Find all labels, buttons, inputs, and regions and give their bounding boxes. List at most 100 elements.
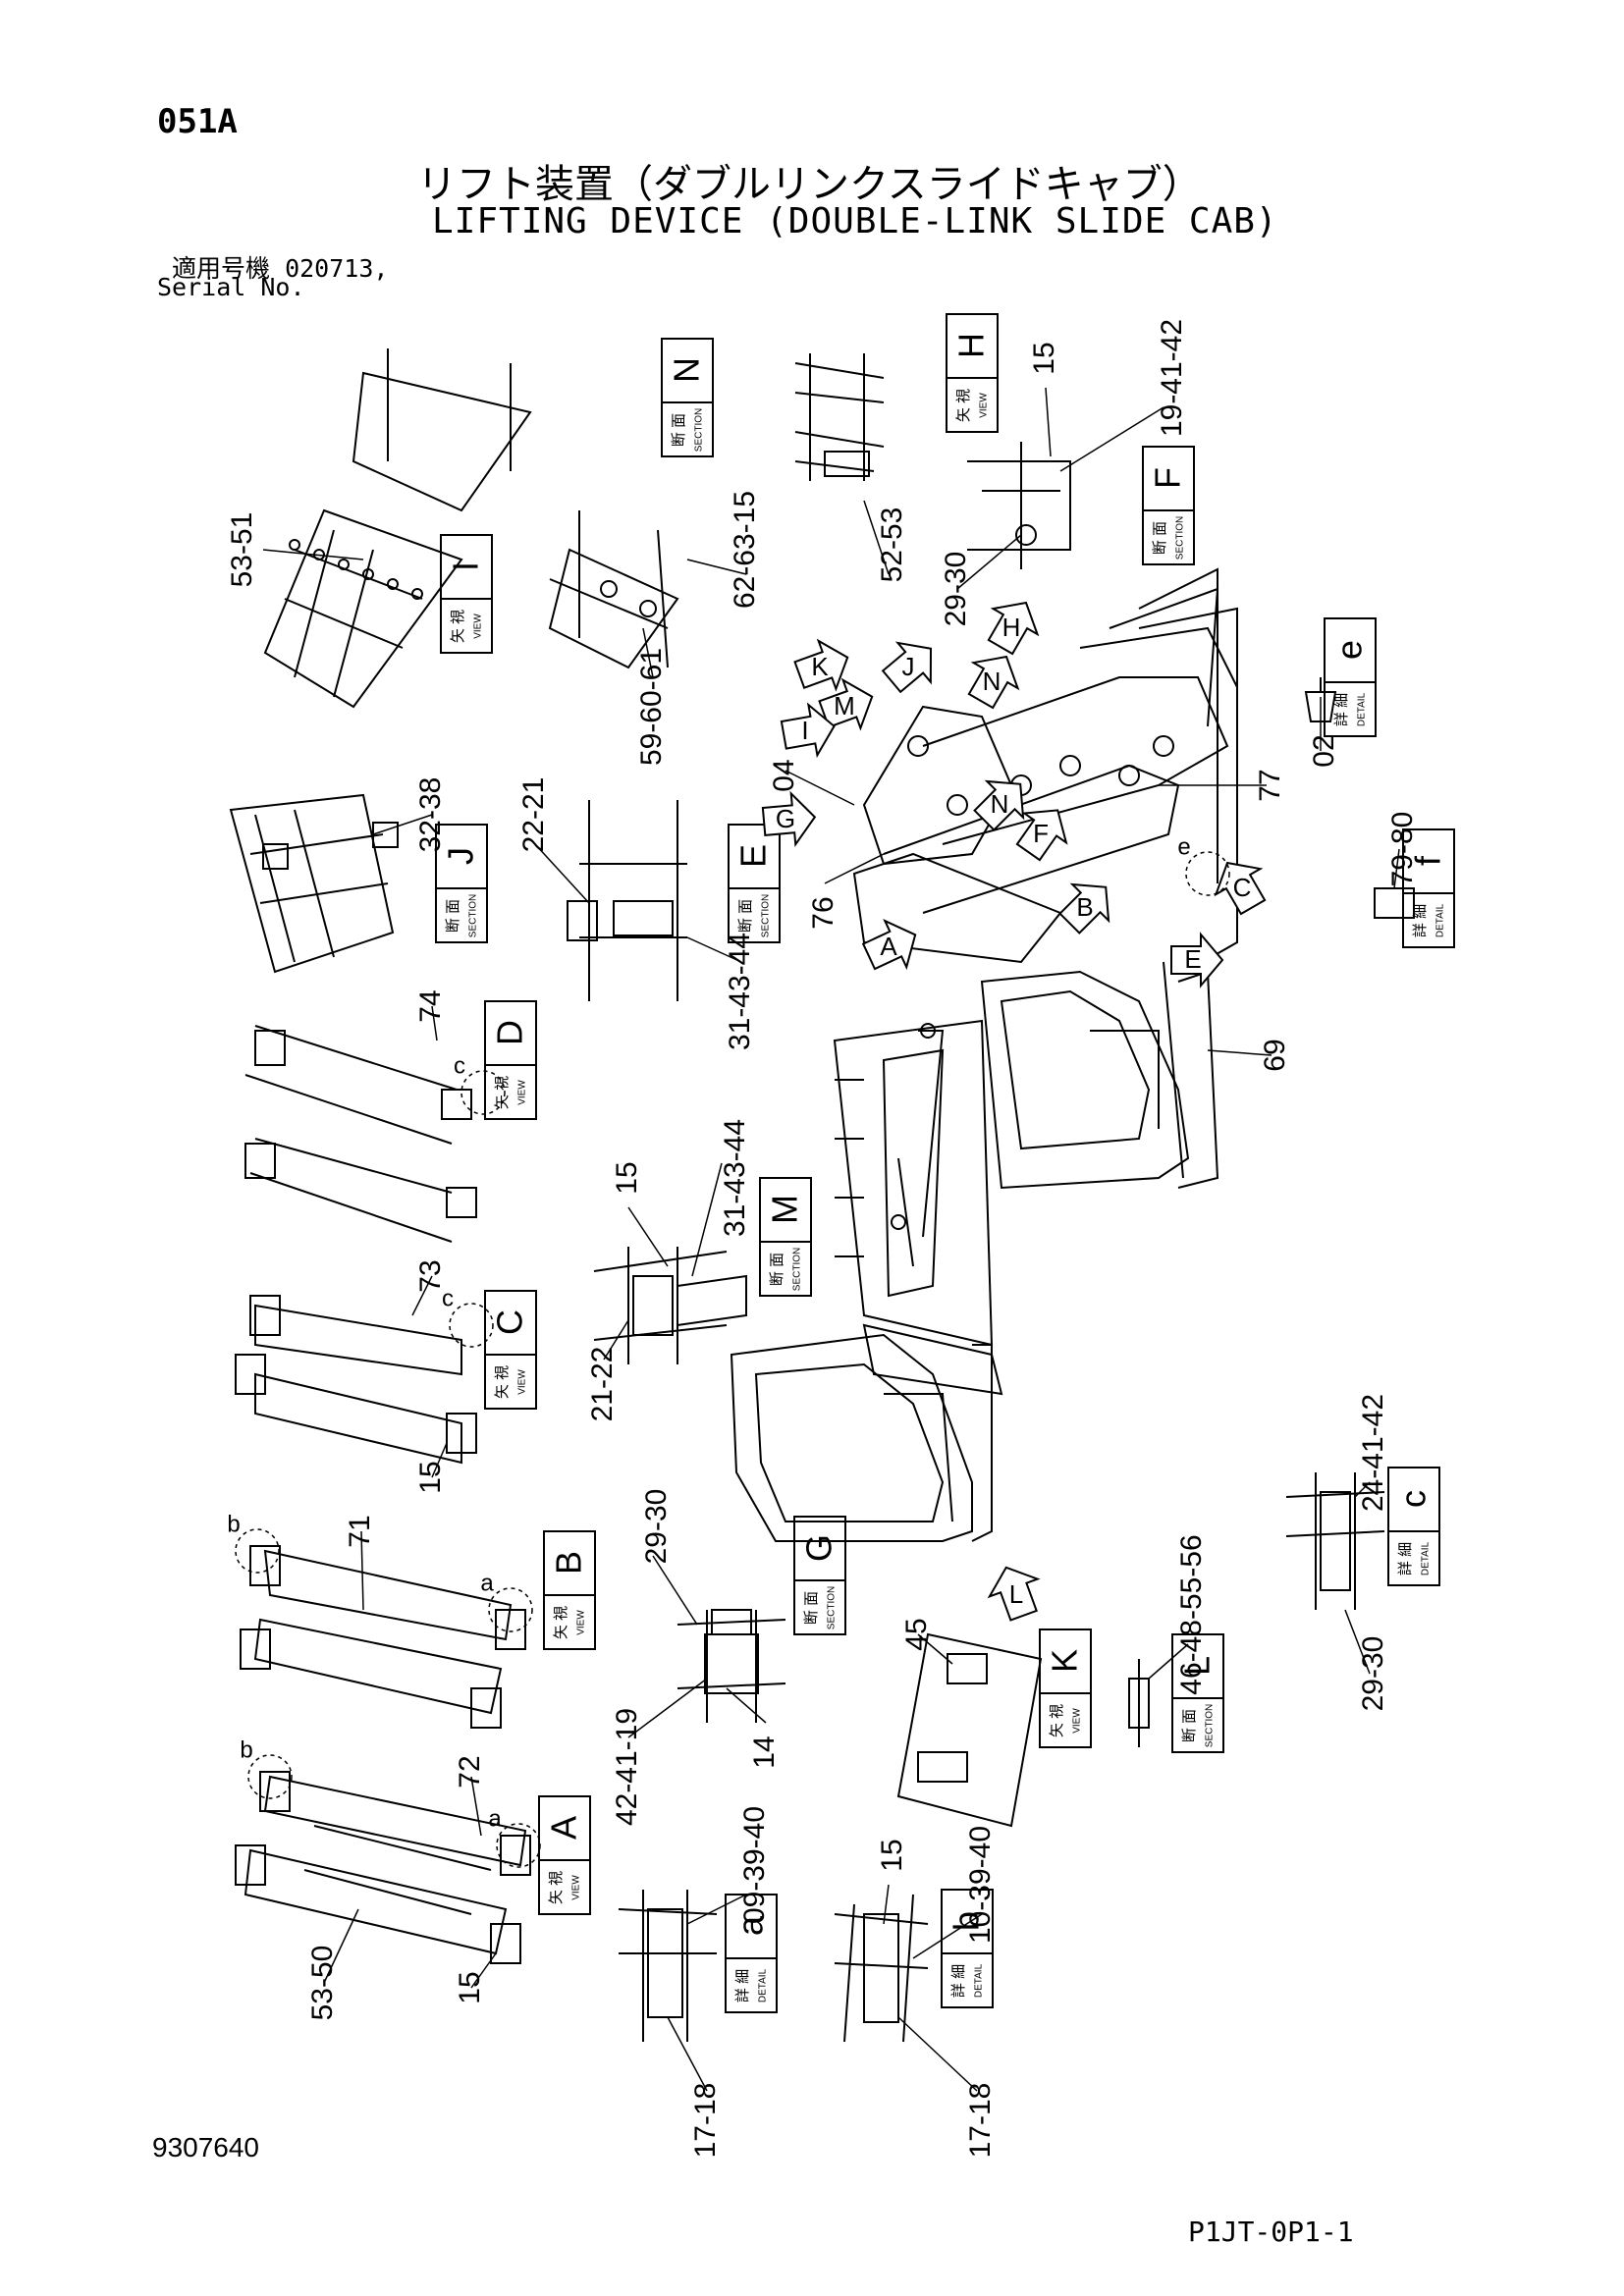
leader-line bbox=[686, 559, 747, 575]
plate-cutout bbox=[947, 1653, 988, 1684]
boom-base bbox=[862, 1323, 1003, 1396]
callout-kind-jp: 断 面 bbox=[1181, 1709, 1198, 1742]
leader-line bbox=[1207, 1049, 1272, 1056]
bolt bbox=[411, 588, 423, 600]
serial-label-en: Serial No. bbox=[157, 273, 305, 301]
leader-line bbox=[912, 1913, 983, 1959]
detail-c-pin bbox=[1285, 1472, 1385, 1610]
detail-circle-letter: a bbox=[488, 1805, 502, 1832]
end-plate bbox=[254, 1030, 286, 1066]
part-number: 29-30 bbox=[940, 552, 972, 627]
arrow-letter: C bbox=[1233, 873, 1252, 902]
main-boom bbox=[833, 1019, 994, 1347]
section-g-pin bbox=[677, 1610, 786, 1723]
pin bbox=[600, 580, 618, 598]
leader-line bbox=[642, 627, 654, 678]
callout-kind-jp: 詳 細 bbox=[1412, 904, 1429, 937]
callout-kind-en: SECTION bbox=[792, 1248, 803, 1291]
callout-kind-jp: 断 面 bbox=[803, 1591, 820, 1625]
leader-line bbox=[627, 1678, 708, 1738]
leader-line bbox=[883, 1884, 890, 1925]
view-arrow-N: N bbox=[967, 655, 1020, 710]
callout-kind-jp: 矢 視 bbox=[494, 1365, 511, 1399]
detail-circle bbox=[247, 1754, 293, 1799]
callout-kind-jp: 矢 視 bbox=[553, 1606, 569, 1639]
leader-line bbox=[917, 1633, 953, 1665]
view-b-frame bbox=[253, 1549, 513, 1715]
frame-view-i bbox=[263, 508, 463, 709]
leader-line bbox=[470, 1952, 497, 1989]
callout-letter: H bbox=[951, 333, 992, 358]
detail-circle-letter: b bbox=[240, 1736, 252, 1763]
part-number: 15 bbox=[876, 1839, 908, 1871]
pin bbox=[639, 600, 657, 617]
callout-letter: J bbox=[441, 847, 481, 865]
boom-post bbox=[1138, 607, 1238, 963]
part-number: 19-41-42 bbox=[1156, 319, 1188, 437]
view-arrow-B: B bbox=[1058, 882, 1110, 934]
leader-line bbox=[726, 1687, 767, 1724]
callout-kind-en: VIEW bbox=[517, 1080, 528, 1105]
callout-letter: N bbox=[667, 357, 707, 383]
view-arrow-H: H bbox=[987, 601, 1040, 656]
detail-circle-letter: c bbox=[442, 1285, 454, 1311]
leader-line bbox=[1354, 1481, 1371, 1498]
boom-arm-upper bbox=[922, 676, 1229, 845]
frame-view-i-top bbox=[352, 348, 532, 512]
bolt bbox=[289, 539, 300, 551]
view-arrow-E: E bbox=[1170, 932, 1224, 988]
callout-letter: B bbox=[549, 1551, 589, 1575]
part-number: 79-80 bbox=[1386, 812, 1419, 887]
pin bbox=[891, 1214, 906, 1230]
view-h-rods bbox=[794, 353, 885, 481]
detail-circle-letter: a bbox=[480, 1570, 494, 1596]
callout-kind-en: VIEW bbox=[979, 393, 990, 418]
end-plate bbox=[259, 1771, 291, 1812]
callout-letter: K bbox=[1045, 1649, 1085, 1673]
arrow-letter: H bbox=[1002, 613, 1021, 642]
pivot-pin bbox=[907, 735, 929, 757]
part-number: 53-51 bbox=[226, 512, 258, 588]
detail-e-part bbox=[1304, 677, 1337, 722]
leader-line bbox=[1045, 387, 1052, 457]
part-number: 77 bbox=[1254, 769, 1286, 801]
detail-a-pin bbox=[618, 1890, 718, 2042]
title-english: LIFTING DEVICE (DOUBLE-LINK SLIDE CAB) bbox=[432, 201, 1278, 241]
part-number: 21-22 bbox=[586, 1347, 619, 1422]
arrow-letter: A bbox=[880, 932, 897, 961]
part-number: 09-39-40 bbox=[738, 1806, 771, 1924]
pin bbox=[1015, 524, 1037, 546]
part-number: 31-43-44 bbox=[719, 1119, 751, 1237]
cab-upper-pillar bbox=[1177, 970, 1219, 1189]
callout-kind-en: VIEW bbox=[517, 1369, 528, 1395]
part-number: 15 bbox=[1028, 342, 1060, 374]
drawing-code: 051A bbox=[157, 102, 238, 141]
cab-upper-window bbox=[1000, 961, 1184, 1179]
view-arrow-F: F bbox=[1015, 809, 1068, 862]
part-number: 22-21 bbox=[517, 777, 550, 853]
callout-kind-en: DETAIL bbox=[1435, 903, 1446, 937]
leader-lines bbox=[262, 387, 1400, 2092]
detail-circle bbox=[1185, 851, 1230, 896]
leader-line bbox=[262, 549, 364, 561]
arrow-letter: L bbox=[1009, 1579, 1023, 1609]
cab-lower-window bbox=[754, 1362, 953, 1522]
callout-kind-en: SECTION bbox=[761, 894, 772, 937]
leader-line bbox=[411, 1275, 433, 1316]
end-plate bbox=[244, 1143, 276, 1179]
callout-kind-en: DETAIL bbox=[1357, 692, 1368, 726]
callout-letter: I bbox=[446, 561, 486, 571]
serial-applicability: 適用号機 020713, bbox=[172, 249, 388, 285]
leader-line bbox=[1059, 406, 1164, 472]
callout-kind-en: DETAIL bbox=[758, 1968, 769, 2002]
part-number: 62-63-15 bbox=[729, 491, 761, 609]
